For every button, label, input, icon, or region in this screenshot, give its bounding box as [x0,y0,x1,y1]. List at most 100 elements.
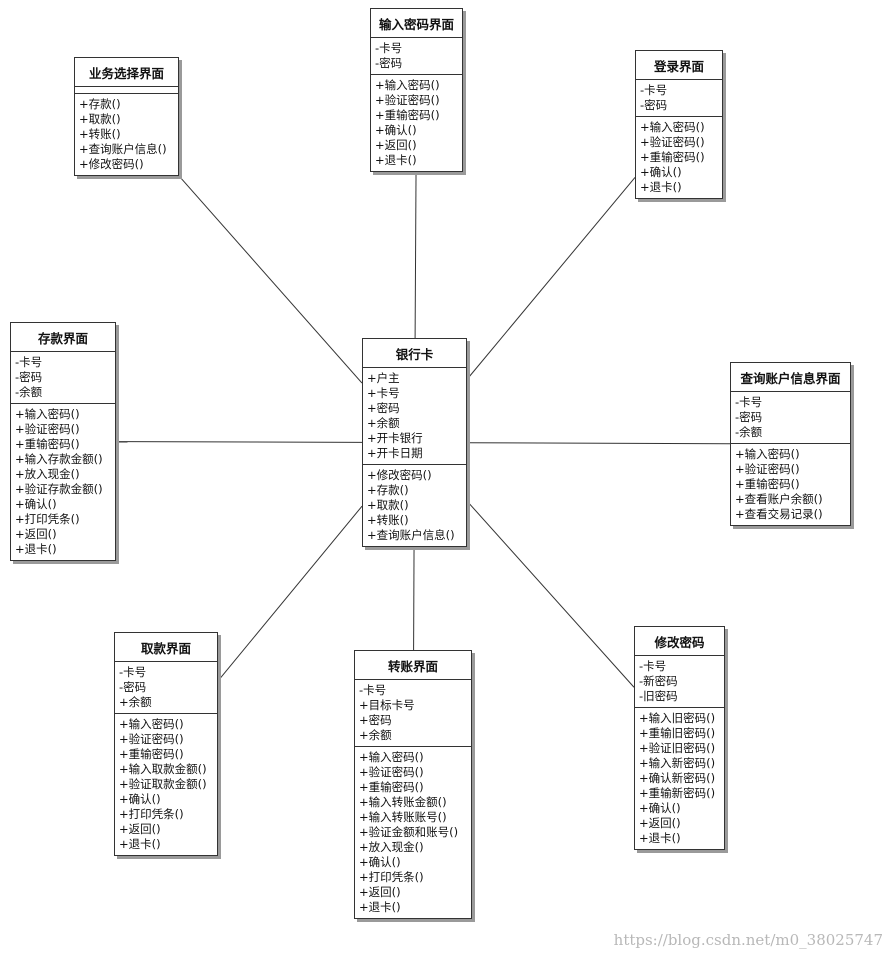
operation: +输入转账金额() [359,795,447,809]
attribute: -卡号 [15,355,43,369]
operation: +转账() [79,127,121,141]
operation: +重输密码() [119,747,184,761]
operation: +取款() [367,498,409,512]
class-box-deposit: 存款界面-卡号-密码-余额+输入密码()+验证密码()+重输密码()+输入存款金… [10,322,116,561]
attribute: +密码 [367,401,400,415]
operation: +验证密码() [640,135,705,149]
operation: +确认() [639,801,681,815]
class-box-bankcard: 银行卡+户主+卡号+密码+余额+开卡银行+开卡日期+修改密码()+存款()+取款… [362,338,467,547]
attribute: +密码 [359,713,392,727]
operation: +放入现金() [359,840,424,854]
operation: +验证金额和账号() [359,825,459,839]
operation: +验证旧密码() [639,741,716,755]
operation: +退卡() [119,837,161,851]
operation: +确认() [119,792,161,806]
operation: +查看账户余额() [735,492,823,506]
class-box-business-select: 业务选择界面 +存款()+取款()+转账()+查询账户信息()+修改密码() [74,57,179,176]
class-name: 取款界面 [115,633,217,662]
attribute: -新密码 [639,674,678,688]
class-box-enter-password: 输入密码界面-卡号-密码+输入密码()+验证密码()+重输密码()+确认()+返… [370,8,463,172]
operation: +查询账户信息() [367,528,455,542]
attributes-section: -卡号-密码-余额 [731,392,850,443]
attributes-section: -卡号-密码-余额 [11,352,115,403]
operation: +验证密码() [735,462,800,476]
attribute: -余额 [735,425,763,439]
operation: +验证存款金额() [15,482,103,496]
attribute: +余额 [119,695,152,709]
operation: +放入现金() [15,467,80,481]
attribute: +余额 [367,416,400,430]
operation: +验证取款金额() [119,777,207,791]
operation: +打印凭条() [359,870,424,884]
association-bankcard-query-account [466,442,731,445]
operation: +重输旧密码() [639,726,716,740]
attribute: -卡号 [735,395,763,409]
class-box-query-account: 查询账户信息界面-卡号-密码-余额+输入密码()+验证密码()+重输密码()+查… [730,362,851,526]
operation: +重输密码() [15,437,80,451]
operation: +退卡() [359,900,401,914]
attributes-section: -卡号-密码 [636,80,722,116]
operation: +输入密码() [375,78,440,92]
class-box-change-password: 修改密码-卡号-新密码-旧密码+输入旧密码()+重输旧密码()+验证旧密码()+… [634,626,725,850]
attribute: -卡号 [639,659,667,673]
operation: +打印凭条() [119,807,184,821]
operation: +退卡() [375,153,417,167]
operation: +退卡() [639,831,681,845]
class-box-login: 登录界面-卡号-密码+输入密码()+验证密码()+重输密码()+确认()+退卡(… [635,50,723,199]
attribute: -密码 [640,98,668,112]
operation: +输入存款金额() [15,452,103,466]
operations-section: +修改密码()+存款()+取款()+转账()+查询账户信息() [363,464,466,546]
operation: +输入密码() [119,717,184,731]
attribute: -卡号 [119,665,147,679]
association-bankcard-enter-password [414,171,417,339]
association-bankcard-business-select [178,175,363,384]
attributes-section: -卡号-密码 [371,38,462,74]
attribute: +户主 [367,371,400,385]
operation: +修改密码() [79,157,144,171]
attributes-section: -卡号+目标卡号+密码+余额 [355,680,471,746]
class-box-withdraw: 取款界面-卡号-密码+余额+输入密码()+验证密码()+重输密码()+输入取款金… [114,632,218,856]
operation: +返回() [119,822,161,836]
attribute: -密码 [15,370,43,384]
operation: +返回() [359,885,401,899]
operation: +重输密码() [359,780,424,794]
class-name: 登录界面 [636,51,722,80]
operation: +存款() [79,97,121,111]
operation: +重输新密码() [639,786,716,800]
class-name: 查询账户信息界面 [731,363,850,392]
operation: +取款() [79,112,121,126]
attribute: -密码 [375,56,403,70]
operations-section: +输入密码()+验证密码()+重输密码()+输入转账金额()+输入转账账号()+… [355,746,471,918]
attribute: +开卡银行 [367,431,423,445]
operations-section: +存款()+取款()+转账()+查询账户信息()+修改密码() [75,93,178,175]
operations-section: +输入密码()+验证密码()+重输密码()+输入存款金额()+放入现金()+验证… [11,403,115,560]
operations-section: +输入密码()+验证密码()+重输密码()+输入取款金额()+验证取款金额()+… [115,713,217,855]
operation: +返回() [15,527,57,541]
class-name: 业务选择界面 [75,58,178,87]
operation: +存款() [367,483,409,497]
operation: +返回() [639,816,681,830]
operation: +验证密码() [375,93,440,107]
operation: +输入旧密码() [639,711,716,725]
operation: +确认() [359,855,401,869]
class-name: 修改密码 [635,627,724,656]
association-bankcard-withdraw [217,505,363,682]
attribute: +余额 [359,728,392,742]
attributes-section: +户主+卡号+密码+余额+开卡银行+开卡日期 [363,368,466,464]
operation: +确认() [15,497,57,511]
association-bankcard-deposit [115,441,363,443]
operations-section: +输入密码()+验证密码()+重输密码()+确认()+退卡() [636,116,722,198]
operation: +重输密码() [640,150,705,164]
operation: +返回() [375,138,417,152]
operation: +输入新密码() [639,756,716,770]
attribute: -卡号 [640,83,668,97]
attribute: -旧密码 [639,689,678,703]
operation: +输入取款金额() [119,762,207,776]
attribute: -密码 [735,410,763,424]
operation: +重输密码() [375,108,440,122]
class-name: 转账界面 [355,651,471,680]
class-box-transfer: 转账界面-卡号+目标卡号+密码+余额+输入密码()+验证密码()+重输密码()+… [354,650,472,919]
attribute: +目标卡号 [359,698,415,712]
operation: +查询账户信息() [79,142,167,156]
operation: +输入密码() [735,447,800,461]
